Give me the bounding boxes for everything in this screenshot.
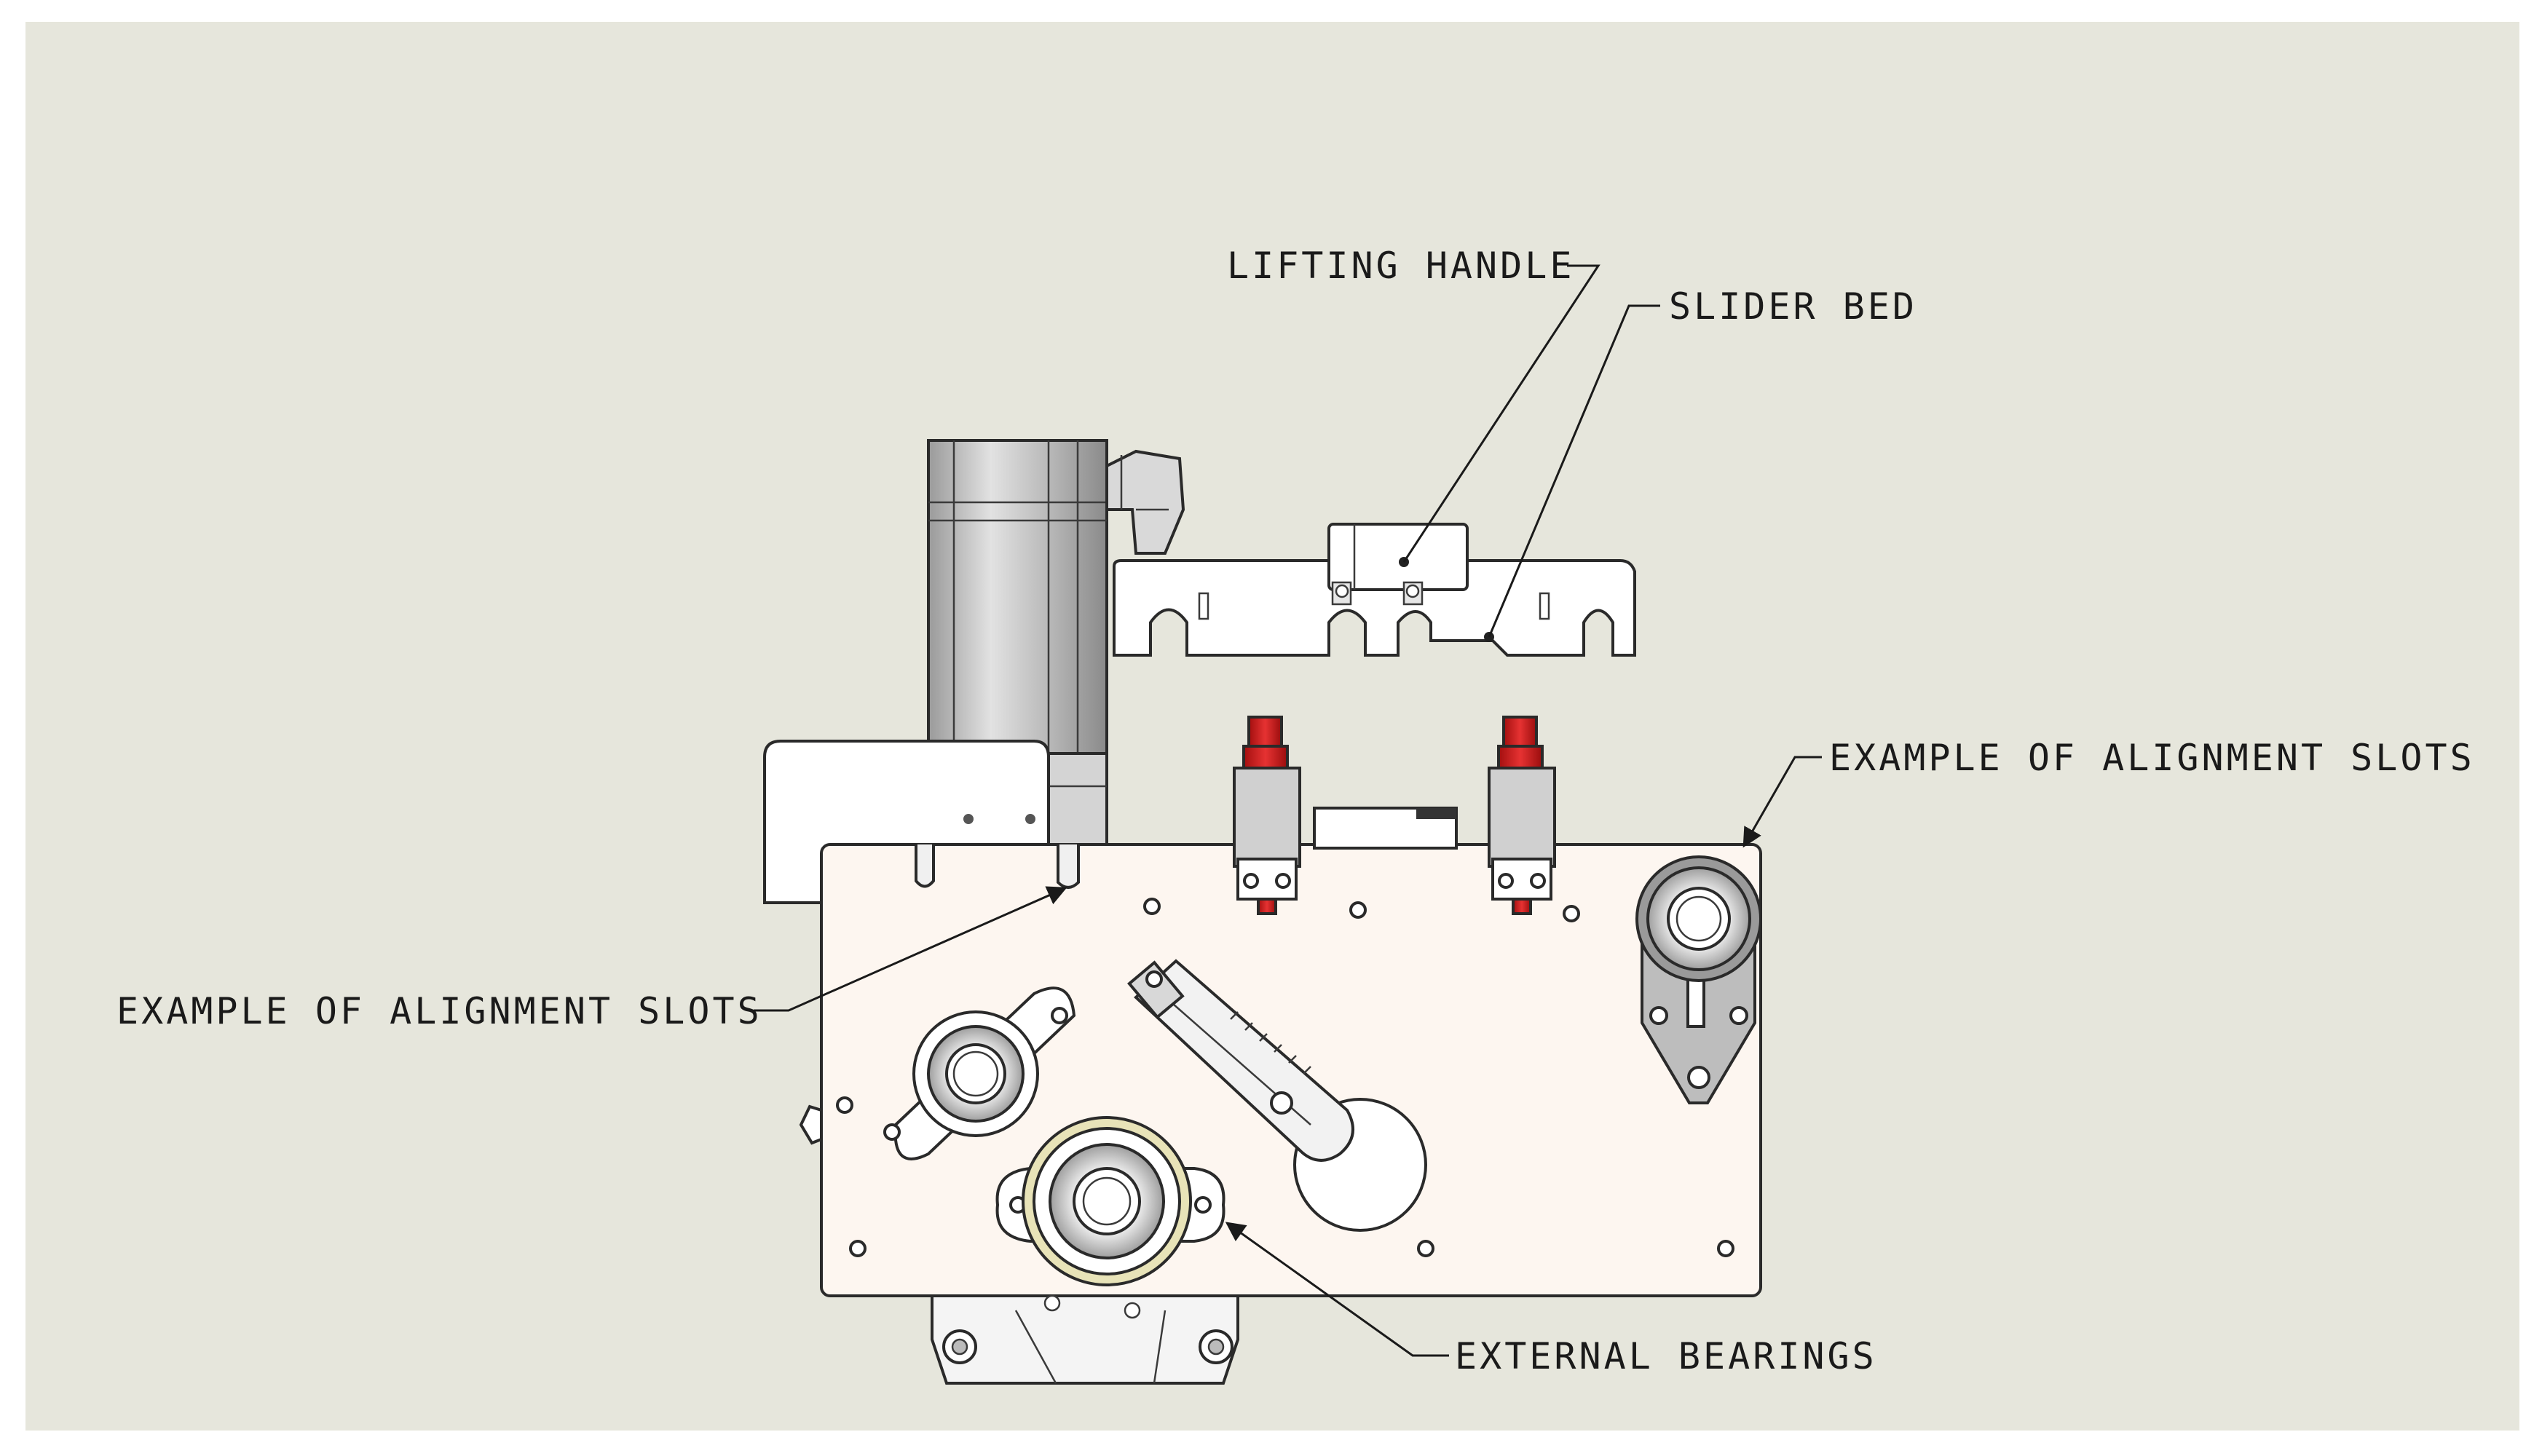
callout-lifting-handle: LIFTING HANDLE — [1227, 245, 1574, 287]
leader-alignment-right — [1742, 756, 1822, 848]
red-knob-right — [1488, 716, 1556, 915]
leader-slider-bed — [1488, 304, 1660, 638]
servo-motor — [927, 439, 1185, 850]
center-block — [1313, 807, 1458, 850]
callout-alignment-slots-left: EXAMPLE OF ALIGNMENT SLOTS — [117, 990, 762, 1032]
slider-bed — [1113, 559, 1636, 657]
external-bearing-bottom — [995, 1116, 1225, 1319]
callout-alignment-slots-right: EXAMPLE OF ALIGNMENT SLOTS — [1829, 737, 2475, 779]
flange-bearing-left — [883, 986, 1076, 1160]
red-knob-left — [1233, 716, 1301, 915]
callout-external-bearings: EXTERNAL BEARINGS — [1455, 1335, 1877, 1377]
leader-lines — [754, 264, 1822, 1357]
pillow-block-bearing-right — [1635, 855, 1762, 1104]
lifting-handle — [1327, 523, 1469, 606]
tension-arm — [1127, 959, 1354, 1162]
leader-alignment-left — [754, 886, 1067, 1012]
leader-external-bearings — [1225, 1222, 1449, 1357]
callout-slider-bed: SLIDER BED — [1669, 285, 1917, 328]
leader-lifting-handle — [1402, 264, 1600, 563]
